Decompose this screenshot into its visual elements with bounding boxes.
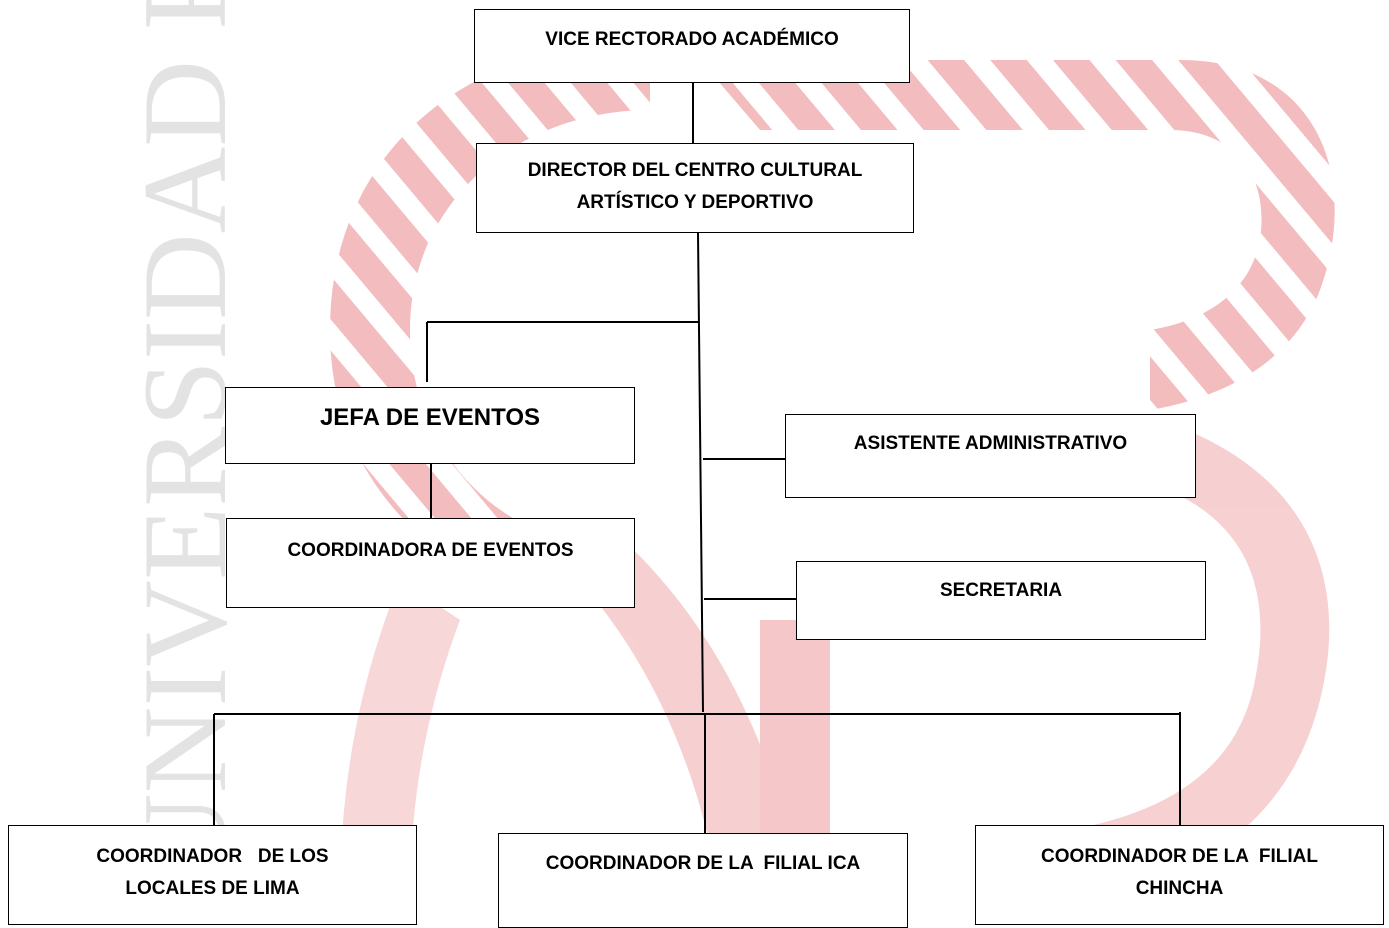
node-coord-ica-label: COORDINADOR DE LA FILIAL ICA [545, 853, 861, 874]
node-secretaria-label: SECRETARIA [939, 580, 1063, 601]
node-director: DIRECTOR DEL CENTRO CULTURAL ARTÍSTICO Y… [476, 143, 914, 233]
node-jefa-eventos-label: JEFA DE EVENTOS [319, 404, 541, 431]
node-secretaria: SECRETARIA [796, 561, 1206, 640]
node-coord-lima-label: COORDINADOR DE LOS LOCALES DE LIMA [96, 846, 334, 899]
node-vice-rectorado-label: VICE RECTORADO ACADÉMICO [545, 29, 839, 50]
node-director-label: DIRECTOR DEL CENTRO CULTURAL ARTÍSTICO Y… [527, 160, 863, 213]
node-coord-ica: COORDINADOR DE LA FILIAL ICA [498, 833, 908, 928]
node-coordinadora-eventos: COORDINADORA DE EVENTOS [226, 518, 635, 608]
node-asistente: ASISTENTE ADMINISTRATIVO [785, 414, 1196, 498]
node-jefa-eventos: JEFA DE EVENTOS [225, 387, 635, 464]
node-vice-rectorado: VICE RECTORADO ACADÉMICO [474, 9, 910, 83]
node-coord-lima: COORDINADOR DE LOS LOCALES DE LIMA [8, 825, 417, 925]
node-asistente-label: ASISTENTE ADMINISTRATIVO [853, 433, 1128, 454]
connector-main-trunk [697, 232, 704, 713]
node-coord-chincha-label: COORDINADOR DE LA FILIAL CHINCHA [1041, 846, 1324, 899]
node-coord-chincha: COORDINADOR DE LA FILIAL CHINCHA [975, 825, 1384, 925]
node-coordinadora-eventos-label: COORDINADORA DE EVENTOS [287, 540, 574, 561]
